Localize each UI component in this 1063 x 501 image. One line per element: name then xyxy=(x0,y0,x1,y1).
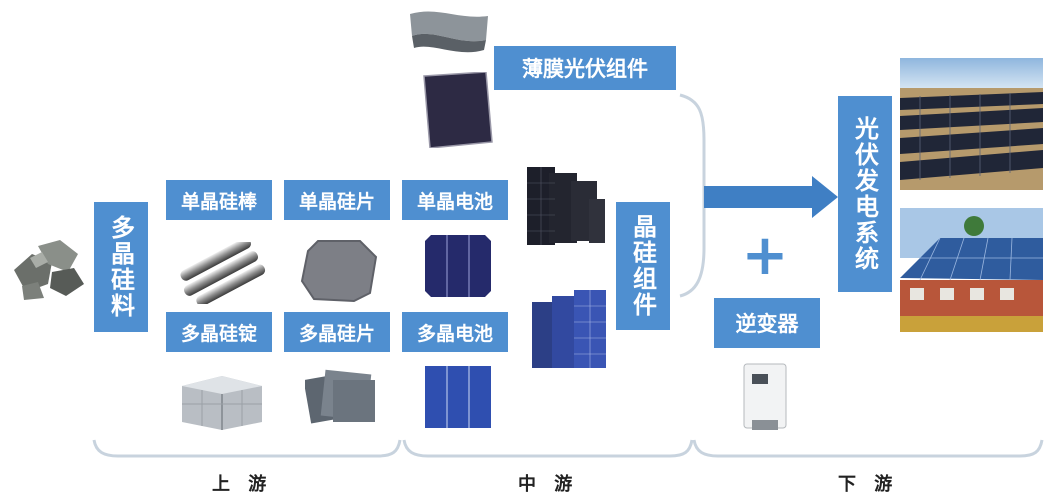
thin-film-rigid-image xyxy=(420,72,494,148)
stage-upstream-label: 上 游 xyxy=(212,474,273,495)
plus-sign: + xyxy=(740,223,790,288)
downstream-arrow xyxy=(704,176,838,218)
mono-ingot-label: 单晶硅棒 xyxy=(180,190,257,213)
crystalline-module-label: 晶硅组件 xyxy=(628,214,657,318)
mono-cell-label: 单晶电池 xyxy=(416,190,493,213)
mono-cell-image xyxy=(425,235,491,297)
solar-farm-photo xyxy=(900,58,1043,190)
polysilicon-material-label: 多晶硅料 xyxy=(106,215,135,319)
thin-film-flexible-image xyxy=(408,6,490,64)
plus-label: + xyxy=(741,222,789,288)
mono-module-image xyxy=(525,163,607,249)
inverter-label: 逆变器 xyxy=(735,312,799,336)
mono-ingot-box: 单晶硅棒 xyxy=(166,180,272,220)
multi-cell-image xyxy=(425,366,491,428)
rooftop-pv-photo xyxy=(900,208,1043,332)
multi-module-image xyxy=(530,288,608,370)
mono-wafer-box: 单晶硅片 xyxy=(284,180,390,220)
midstream-bracket xyxy=(402,439,694,458)
inverter-image xyxy=(738,362,792,434)
pv-system-label: 光伏发电系统 xyxy=(850,116,879,272)
thin-film-module-label: 薄膜光伏组件 xyxy=(522,57,648,81)
multi-ingot-label: 多晶硅锭 xyxy=(180,322,257,345)
polysilicon-chunks-image xyxy=(8,232,88,302)
multi-wafer-label: 多晶硅片 xyxy=(298,322,375,345)
thin-film-module-box: 薄膜光伏组件 xyxy=(494,46,676,90)
stage-downstream-label: 下 游 xyxy=(838,474,899,495)
mono-wafer-image xyxy=(300,237,380,303)
polysilicon-material-box: 多晶硅料 xyxy=(94,202,148,332)
multi-ingot-image xyxy=(178,368,266,430)
multi-wafer-image xyxy=(305,366,379,426)
multi-cell-label: 多晶电池 xyxy=(416,322,493,345)
multi-cell-box: 多晶电池 xyxy=(402,312,508,352)
mono-cell-box: 单晶电池 xyxy=(402,180,508,220)
inverter-box: 逆变器 xyxy=(714,298,820,348)
stage-midstream-label: 中 游 xyxy=(518,474,579,495)
pv-system-box: 光伏发电系统 xyxy=(838,96,892,292)
crystalline-module-box: 晶硅组件 xyxy=(616,202,670,330)
module-merge-brace xyxy=(679,93,706,298)
multi-wafer-box: 多晶硅片 xyxy=(284,312,390,352)
multi-ingot-box: 多晶硅锭 xyxy=(166,312,272,352)
mono-ingot-image xyxy=(178,242,268,304)
mono-wafer-label: 单晶硅片 xyxy=(298,190,375,213)
upstream-bracket xyxy=(92,439,402,458)
downstream-bracket xyxy=(692,439,1044,458)
